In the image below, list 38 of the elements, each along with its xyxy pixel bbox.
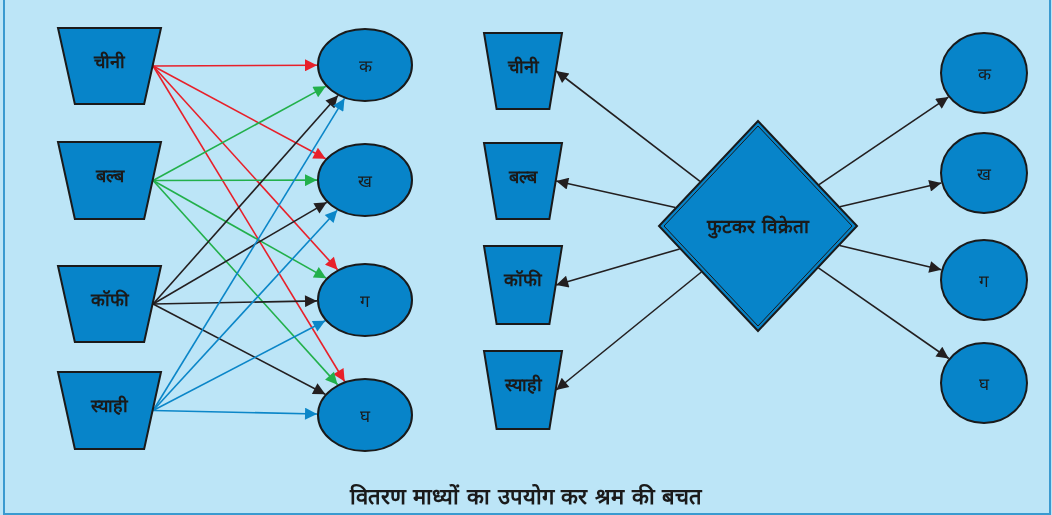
arrow bbox=[555, 248, 681, 288]
circle-node: घ bbox=[940, 342, 1028, 424]
trapezoid-box: चीनी bbox=[483, 32, 563, 110]
trapezoid-box: चीनी bbox=[57, 27, 162, 105]
circle-node: क bbox=[317, 28, 413, 102]
circle-node: घ bbox=[317, 378, 413, 452]
arrow bbox=[838, 244, 943, 273]
arrow bbox=[555, 177, 677, 209]
arrow bbox=[152, 303, 327, 395]
arrow bbox=[839, 179, 943, 208]
trapezoid-box: स्याही bbox=[483, 350, 563, 430]
arrow bbox=[152, 65, 339, 271]
trapezoid-box: बल्ब bbox=[483, 142, 563, 220]
arrow bbox=[152, 201, 328, 305]
arrow bbox=[555, 70, 701, 183]
trapezoid-box: बल्ब bbox=[57, 141, 162, 220]
arrow bbox=[152, 85, 327, 182]
trapezoid-box: कॉफी bbox=[57, 265, 162, 343]
arrow bbox=[152, 174, 318, 187]
arrow bbox=[152, 407, 318, 420]
arrow bbox=[818, 96, 950, 186]
arrow bbox=[152, 319, 327, 412]
circle-node: ग bbox=[317, 263, 413, 337]
arrow bbox=[152, 65, 327, 160]
arrow bbox=[817, 267, 950, 360]
diamond-box: फुटकर विक्रेता bbox=[658, 120, 858, 332]
arrow bbox=[152, 65, 346, 383]
circle-node: क bbox=[940, 32, 1028, 114]
circle-node: ग bbox=[940, 239, 1028, 321]
arrow bbox=[152, 59, 318, 72]
circle-node: ख bbox=[317, 143, 413, 217]
trapezoid-box: स्याही bbox=[57, 371, 162, 450]
caption: वितरण माध्यों का उपयोग कर श्रम की बचत bbox=[348, 483, 704, 510]
arrow bbox=[152, 179, 339, 386]
trapezoid-box: कॉफी bbox=[483, 245, 563, 325]
arrow bbox=[152, 295, 318, 308]
circle-node: ख bbox=[940, 132, 1028, 214]
arrow bbox=[152, 179, 328, 279]
